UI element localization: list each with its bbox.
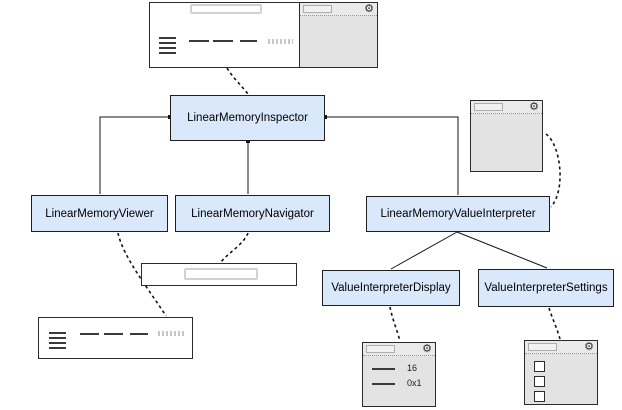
input-placeholder [528,343,557,351]
byte-dash [189,40,209,42]
hex-rows-icon [49,332,66,352]
mockup-viewer-rows [38,317,193,359]
byte-dash [104,333,123,335]
mockup-settings-panel: ⚙ [524,340,598,405]
node-linear-memory-value-interpreter: LinearMemoryValueInterpreter [366,196,550,232]
mockup-interpreter-pane: ⚙ [470,100,543,172]
hex-rows-icon [159,37,176,57]
node-label: LinearMemoryValueInterpreter [380,208,536,220]
edge-inspector-viewer [99,116,170,194]
checkbox-icon [534,391,545,402]
value-type-dash [372,383,395,385]
node-linear-memory-navigator: LinearMemoryNavigator [175,195,330,232]
edge-interpreter-display [390,231,458,270]
mockup-inspector-main-pane [150,3,299,67]
ascii-hatch [158,331,184,336]
link-navigator-mockup [220,232,249,263]
checkbox-icon [534,361,545,372]
node-value-interpreter-settings: ValueInterpreterSettings [478,269,614,307]
node-label: LinearMemoryInspector [187,112,308,124]
side-panel-header: ⚙ [300,3,377,16]
node-label: LinearMemoryViewer [45,207,154,220]
gear-icon: ⚙ [584,340,594,353]
node-label: LinearMemoryNavigator [191,207,314,220]
input-placeholder [474,103,503,111]
mockup-display-panel: ⚙ 16 0x1 [362,342,436,407]
mockup-inspector-ui: ⚙ [149,2,378,68]
gear-icon: ⚙ [364,2,374,15]
node-label: ValueInterpreterSettings [484,282,608,294]
gear-icon: ⚙ [529,100,539,113]
input-placeholder [366,345,395,353]
link-settings-mockup [548,307,561,340]
node-linear-memory-inspector: LinearMemoryInspector [170,95,325,141]
node-label: ValueInterpreterDisplay [331,282,451,294]
node-value-interpreter-display: ValueInterpreterDisplay [322,270,460,306]
mockup-navigator-input [141,263,297,286]
ascii-hatch [268,39,293,44]
value-text: 16 [407,363,418,373]
value-type-dash [372,368,395,370]
byte-dash [213,40,233,42]
gear-icon: ⚙ [422,342,432,355]
edge-inspector-interpreter [325,116,459,195]
value-text: 0x1 [407,378,422,388]
byte-dash [130,333,148,335]
node-linear-memory-viewer: LinearMemoryViewer [31,195,168,232]
interpreter-pane-header: ⚙ [471,101,542,114]
address-input-placeholder [190,4,262,14]
byte-dash [80,333,99,335]
address-input-placeholder [184,268,258,280]
checkbox-icon [534,376,545,387]
edge-interpreter-settings [456,231,548,269]
link-mockup-inspector [226,67,249,95]
byte-dash [240,40,257,42]
input-placeholder [303,5,332,13]
mockup-inspector-side-panel: ⚙ [299,3,377,67]
display-panel-header: ⚙ [363,343,435,356]
link-display-mockup [389,306,401,342]
settings-panel-header: ⚙ [525,341,597,354]
